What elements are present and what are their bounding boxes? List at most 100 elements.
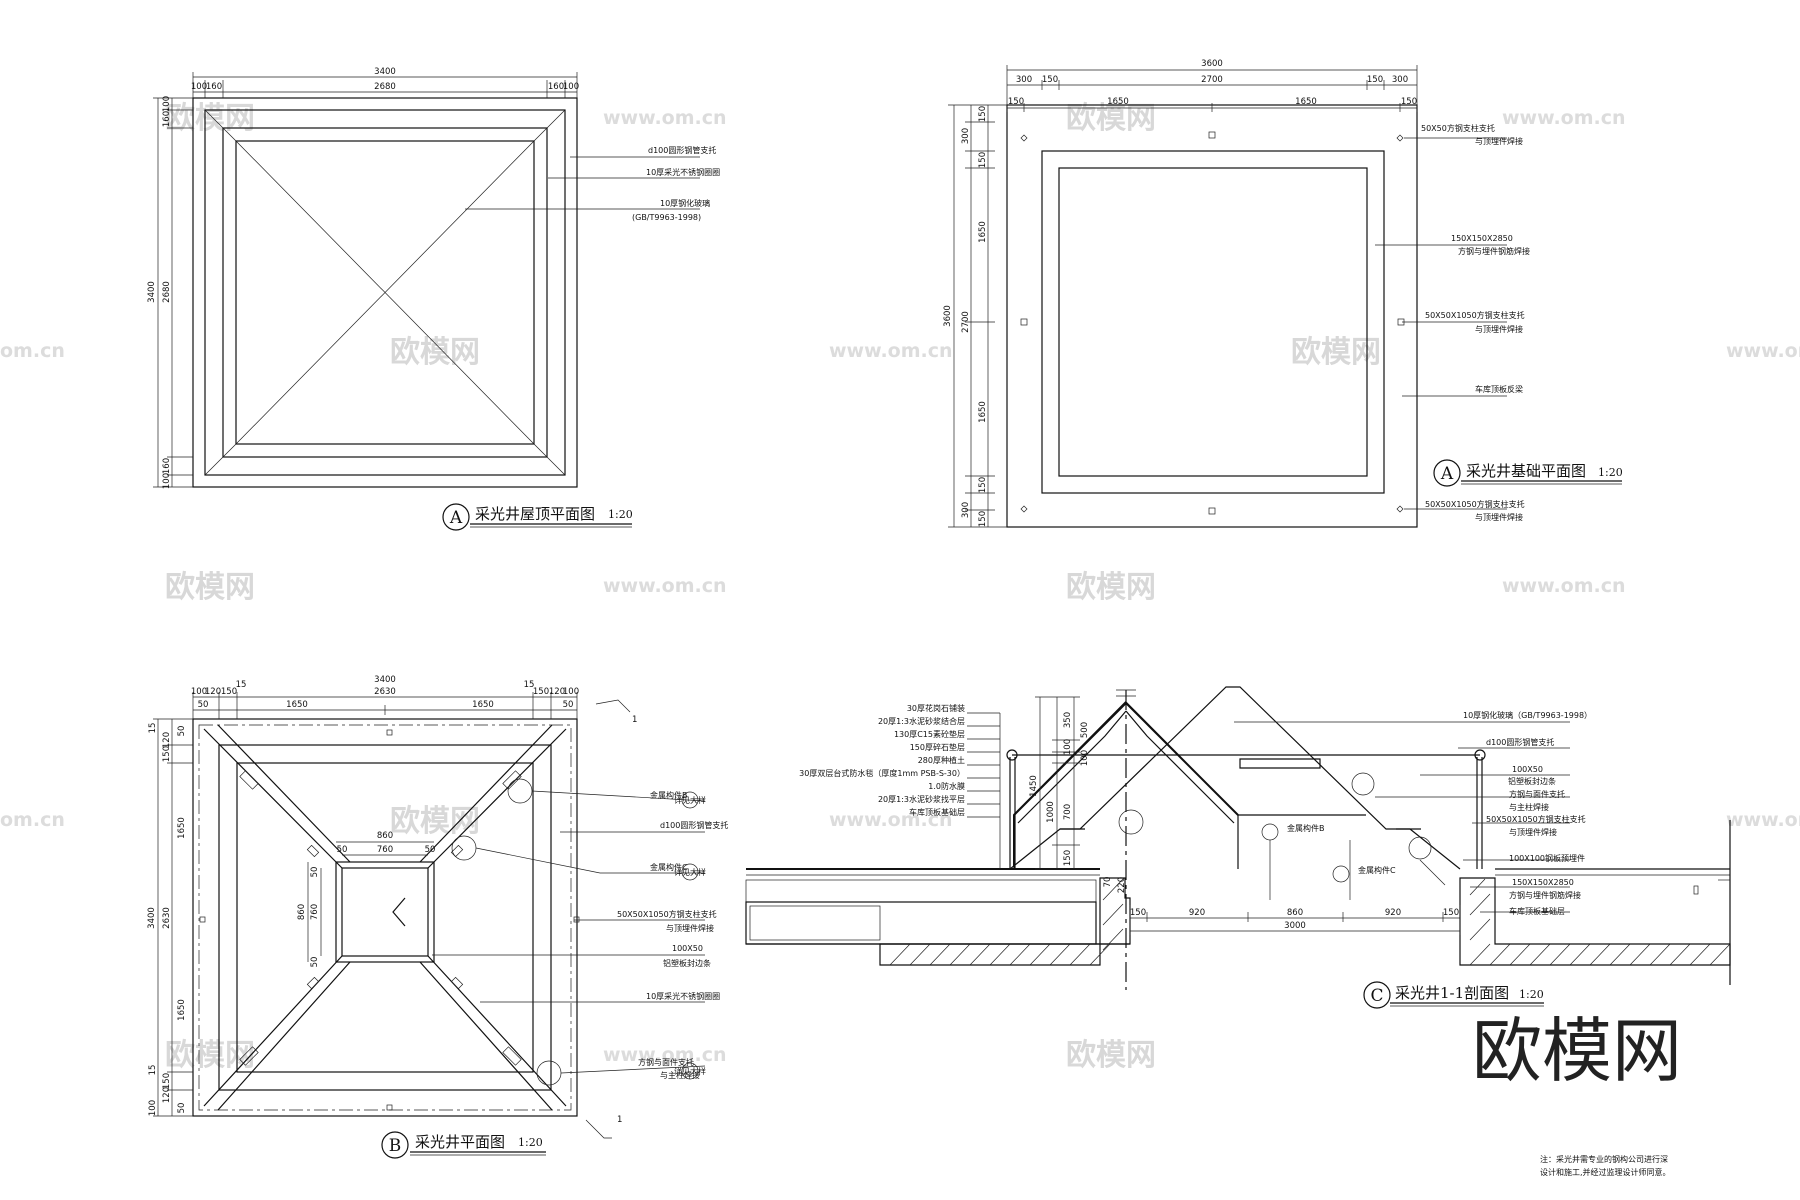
plan-note-9: 方钢与面件支托 [638,1057,694,1067]
foundation-dim-left-3: 150 [978,152,988,168]
plan-dim-left-total: 3400 [147,907,157,929]
plan-dim-left-12: 50 [177,1103,187,1114]
footnote-line-1: 注：采光井需专业的钢构公司进行深 [1540,1154,1668,1164]
foundation-dim-top-1: 300 [1016,75,1032,85]
plan-frame-inner [236,762,534,1073]
plan-dim-top-7: 150 [533,687,549,697]
watermark-cn-1: 欧模网 [165,101,255,136]
foundation-dim-top-8: 1650 [1295,97,1317,107]
roof-dim-left-4: 160 [162,458,172,474]
section-dim-left-8: 150 [1063,850,1073,866]
foundation-dim-left-9: 150 [978,511,988,527]
section-layer-7: 1.0防水膜 [928,781,965,791]
foundation-dim-left-1: 150 [978,106,988,122]
plan-dim-top-12: 1650 [472,700,494,710]
plan-dim-top-13: 50 [563,700,574,710]
plan-section-mark-top-label: 1 [632,715,637,725]
plan-dim-top-5: 2630 [374,687,396,697]
foundation-dim-left-7: 150 [978,477,988,493]
watermark-url-4: www.om.cn [1726,340,1800,362]
plan-dim-top-2: 120 [205,687,221,697]
roof-note-1: d100圆形钢管支托 [648,145,716,155]
watermark-url-3: www.om.cn [829,340,953,362]
plan-dim-left-3: 150 [162,746,172,762]
plan-note-4: 50X50X1050方钢支柱支托 [617,909,717,919]
section-slab-right [1459,877,1731,966]
plan-section-mark-top [595,699,631,713]
section-dim-bottom-total: 3000 [1284,921,1306,931]
watermark-cn-3: 欧模网 [390,335,480,370]
plan-scale: 1:20 [518,1136,543,1149]
foundation-note-3: 150X150X2850 [1451,234,1513,243]
watermark-cn-7: 欧模网 [390,804,480,839]
foundation-dim-top-4: 150 [1367,75,1383,85]
foundation-note-7: 车库顶板反梁 [1475,384,1523,394]
section-note-12: 车库顶板基础层 [1509,906,1565,916]
foundation-note-6: 与顶埋件焊接 [1475,324,1523,334]
section-layer-1: 30厚花岗石铺装 [907,703,965,713]
foundation-dim-top-9: 150 [1401,97,1417,107]
watermark-url-7: www.om.cn [829,809,953,831]
section-dim-left-2: 500 [1080,722,1090,738]
section-dim-bottom-3: 860 [1287,908,1303,918]
foundation-title-tag-circle [1433,459,1461,487]
section-note-11: 方钢与埋件钢筋焊接 [1509,890,1581,900]
plan-callout-circle-1 [681,791,699,809]
plan-dim-inner-760-h: 760 [377,845,393,855]
watermarks: 欧模网 www.om.cn 欧模网 www.om.cn om.cn 欧模网 ww… [0,101,1800,1073]
plan-dim-inner-860-h: 860 [377,831,393,841]
section-dim-left-6: 1000 [1046,801,1056,823]
watermark-cn-2: 欧模网 [1066,101,1156,136]
roof-scale: 1:20 [608,508,633,521]
section-dim-left-9: 70 [1103,877,1113,888]
roof-note-3: 10厚钢化玻璃 [660,198,710,208]
plan-dim-left-1: 15 [148,723,158,734]
foundation-dim-top-5: 300 [1392,75,1408,85]
plan-dim-left-5: 1650 [177,817,187,839]
plan-dim-left-2: 120 [162,732,172,748]
watermark-cn-6: 欧模网 [1066,570,1156,605]
footnote-line-2: 设计和施工,并经过监理设计师同意。 [1540,1167,1671,1177]
plan-note-5: 与顶埋件焊接 [666,923,714,933]
plan-callout-2: 详见大样 [674,867,706,877]
plan-title-tag: B [389,1136,402,1156]
watermark-cn-8: 欧模网 [165,1038,255,1073]
section-note-6: 与主柱焊接 [1509,802,1549,812]
section-note-1: 10厚钢化玻璃（GB/T9963-1998） [1463,710,1592,720]
roof-outer-frame [192,97,578,488]
plan-dim-top-6: 15 [524,680,535,690]
section-dim-left-4: 100 [1080,750,1090,766]
plan-dim-left-11: 100 [148,1100,158,1116]
foundation-dim-top-7: 1650 [1107,97,1129,107]
plan-dim-left-9: 150 [162,1073,172,1089]
roof-title-tag: A [449,508,463,528]
foundation-frame-inner [1058,167,1368,477]
roof-dim-top-1: 100 [191,82,207,92]
roof-frame-3 [222,127,548,458]
foundation-note-5: 50X50X1050方钢支柱支托 [1425,310,1525,320]
roof-dim-top-2: 160 [206,82,222,92]
plan-note-6: 100X50 [672,944,703,953]
section-scale: 1:20 [1519,988,1544,1001]
plan-title-tag-circle [381,1131,409,1159]
plan-dim-inner-860-v: 860 [297,904,307,920]
plan-note-7: 铝塑板封边条 [663,958,711,968]
roof-dim-top-4: 160 [548,82,564,92]
watermark-url-1: www.om.cn [603,107,727,129]
foundation-title-tag: A [1440,464,1454,484]
plan-dim-top-4: 15 [236,680,247,690]
plan-dashed-outline [198,724,572,1111]
section-layer-2: 20厚1:3水泥砂浆结合层 [878,716,965,726]
section-layer-3: 130厚C15素砼垫层 [894,729,965,739]
plan-dim-left-8: 15 [148,1065,158,1076]
section-note-2: d100圆形钢管支托 [1486,737,1554,747]
roof-dim-left-1: 100 [162,96,172,112]
plan-note-10: 与主柱焊接 [660,1070,700,1080]
section-concrete-layer [745,879,1097,903]
watermark-url-8: www.om.cn [1726,809,1800,831]
foundation-dim-left-total: 3600 [943,305,953,327]
plan-detail-circle-1 [507,778,533,804]
watermark-cn-4: 欧模网 [1291,335,1381,370]
plan-title: 采光井平面图 [415,1133,505,1151]
watermark-cn-9: 欧模网 [1066,1038,1156,1073]
